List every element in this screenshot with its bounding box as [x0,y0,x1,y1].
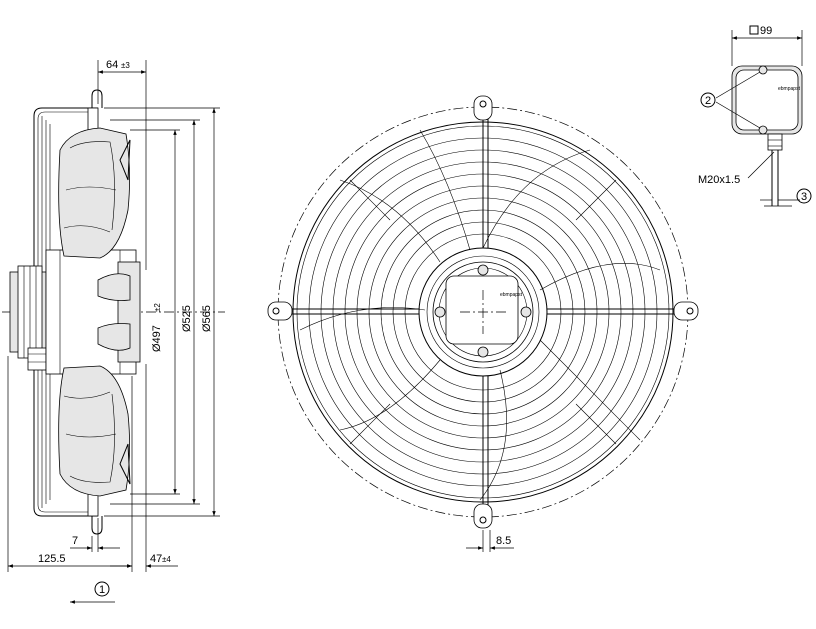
callout-3: 3 [801,191,807,203]
side-blade-upper [58,127,131,259]
side-dimensions [7,60,220,604]
callout-1: 1 [99,584,105,596]
dim-box-99: 99 [760,25,772,37]
callout-1-circle [94,581,110,597]
terminal-box-detail [715,25,803,207]
front-blades [299,129,661,501]
dim-64-tol: ±3 [121,61,130,70]
dim-7: 7 [72,535,78,547]
side-view: 64 ±3 Ø497 ±2 Ø525 Ø565 7 125.5 47 ±4 1 [2,59,225,604]
box-brand-mark: ebmpapst [778,86,801,92]
front-struts [283,112,683,512]
side-blade-lower [58,365,131,497]
front-hub [432,261,534,363]
side-blade-mid-upper [97,273,131,301]
front-dim-8-5 [466,530,514,552]
dim-64: 64 [106,59,118,71]
dim-497: Ø497 [151,325,163,352]
dim-47: 47 [150,553,162,565]
front-mounting-feet [267,95,699,529]
dim-8-5: 8.5 [496,535,511,547]
thread-label: M20x1.5 [698,174,740,186]
dim-565: Ø565 [201,305,213,332]
dim-525: Ø525 [181,305,193,332]
dim-497-tol: ±2 [153,303,162,312]
side-blade-mid-lower [97,323,131,351]
dim-47-tol: ±4 [162,555,171,564]
dim-125-5: 125.5 [38,553,66,565]
side-motor [9,249,141,375]
callout-2: 2 [705,95,711,107]
callout-2-circle [700,92,716,108]
front-view: ebmpapst 8.5 [267,95,699,552]
front-brand-mark: ebmpapst [500,292,523,298]
callout-3-circle [796,188,812,204]
